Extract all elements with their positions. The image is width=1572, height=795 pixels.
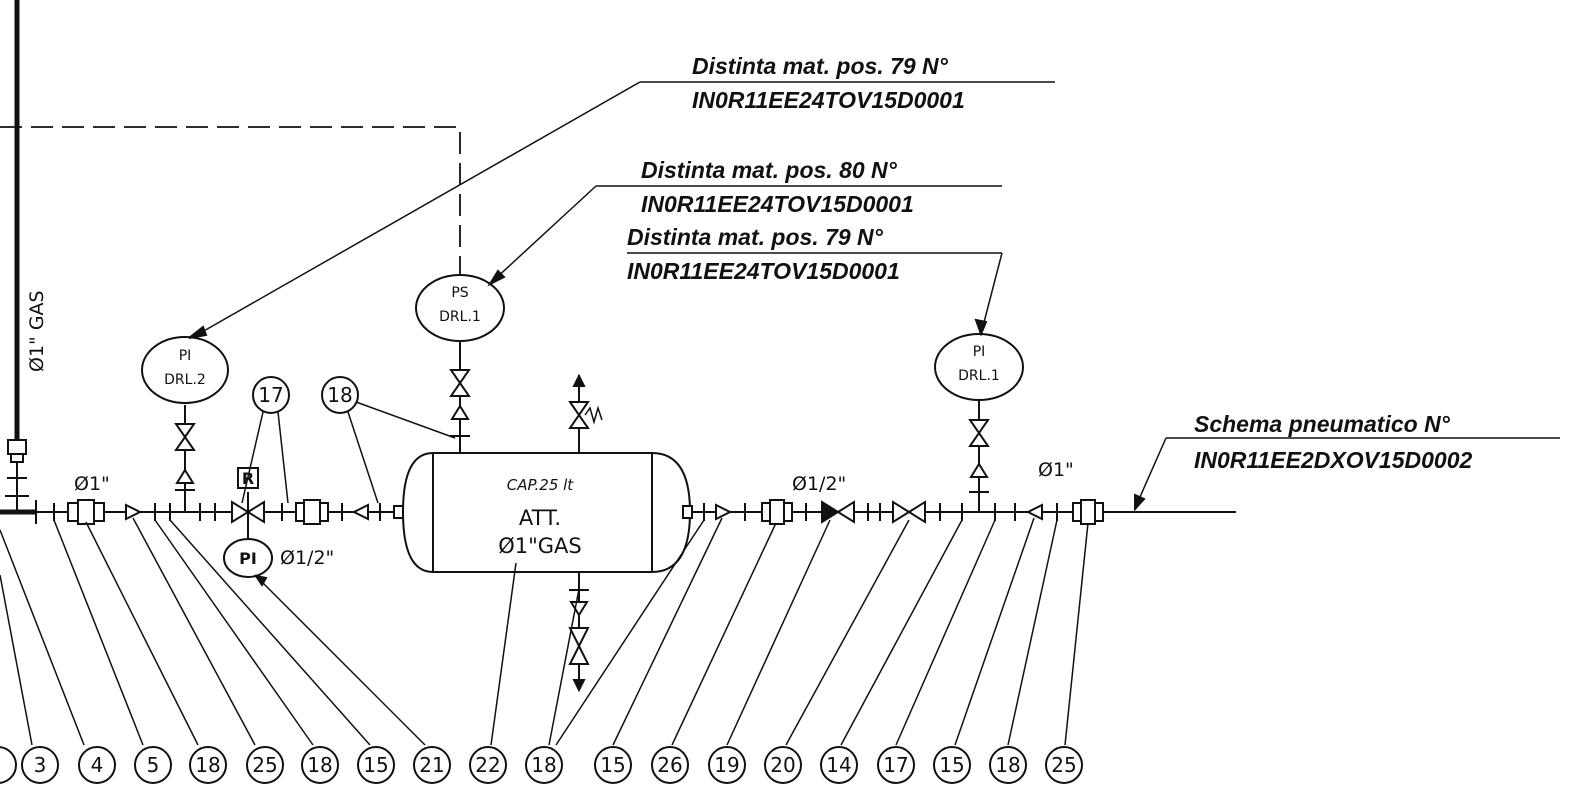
outlet-end-size: Ø1" <box>1038 459 1074 481</box>
callout-26: 26 <box>657 753 682 777</box>
pre-tank-fittings <box>281 499 404 525</box>
svg-text:IN0R11EE24TOV15D0001: IN0R11EE24TOV15D0001 <box>641 191 914 217</box>
signal-dashed-line <box>0 126 461 275</box>
svg-text:18: 18 <box>327 383 352 407</box>
svg-text:17: 17 <box>258 383 283 407</box>
callout-17-upper: 17 <box>241 376 290 504</box>
svg-text:Distinta mat. pos. 79 N°: Distinta mat. pos. 79 N° <box>692 53 949 79</box>
callout-25a: 25 <box>252 753 277 777</box>
pi-drl2-gauge: PI DRL.2 <box>141 336 229 404</box>
svg-text:PI: PI <box>179 348 192 364</box>
callout-20: 20 <box>770 753 795 777</box>
svg-text:Schema pneumatico N°: Schema pneumatico N° <box>1194 411 1451 437</box>
callout-17: 17 <box>883 753 908 777</box>
callout-4: 4 <box>91 753 104 777</box>
svg-text:PI: PI <box>239 549 257 568</box>
bottom-leaders <box>0 517 1089 746</box>
svg-text:IN0R11EE24TOV15D0001: IN0R11EE24TOV15D0001 <box>692 87 965 113</box>
outlet-fittings: Ø1/2" Ø1" <box>682 459 1104 525</box>
air-receiver-tank: CAP.25 lt ATT. Ø1"GAS <box>401 452 692 573</box>
svg-text:IN0R11EE24TOV15D0001: IN0R11EE24TOV15D0001 <box>627 258 900 284</box>
safety-valve <box>568 373 603 453</box>
bottom-callouts: 3 4 5 18 25 18 15 21 22 18 15 26 19 20 1… <box>0 746 1083 784</box>
annotation-3: Distinta mat. pos. 79 N° IN0R11EE24TOV15… <box>627 224 1003 337</box>
tank-label: ATT. <box>519 506 561 530</box>
svg-text:DRL.1: DRL.1 <box>439 309 481 325</box>
riser-size-label: Ø1" GAS <box>26 290 48 372</box>
ps-drl1-switch: PS DRL.1 <box>415 274 505 342</box>
annotation-2: Distinta mat. pos. 80 N° IN0R11EE24TOV15… <box>487 157 1002 287</box>
pi-local-gauge: PI Ø1/2" <box>223 538 334 578</box>
tank-connection: Ø1"GAS <box>498 534 582 558</box>
callout-15c: 15 <box>939 753 964 777</box>
callout-18d: 18 <box>995 753 1020 777</box>
callout-14: 14 <box>826 753 851 777</box>
callout-18a: 18 <box>195 753 220 777</box>
inlet-size-label: Ø1" <box>74 473 110 495</box>
outlet-mid-size: Ø1/2" <box>792 473 846 495</box>
svg-text:DRL.1: DRL.1 <box>958 368 1000 384</box>
svg-text:Distinta mat. pos. 79 N°: Distinta mat. pos. 79 N° <box>627 224 884 250</box>
callout-3: 3 <box>34 753 47 777</box>
gas-riser: Ø1" GAS <box>5 0 48 512</box>
callout-5: 5 <box>147 753 160 777</box>
ps-branch <box>449 340 471 453</box>
pi-drl1-branch <box>968 400 990 512</box>
gauge-branch-size: Ø1/2" <box>280 547 334 569</box>
pi-drl1-gauge: PI DRL.1 <box>934 333 1024 401</box>
tank-capacity: CAP.25 lt <box>507 476 575 494</box>
callout-15a: 15 <box>363 753 388 777</box>
callout-15b: 15 <box>600 753 625 777</box>
svg-text:PI: PI <box>973 344 986 360</box>
inlet-fittings: Ø1" <box>53 473 216 525</box>
svg-text:DRL.2: DRL.2 <box>164 372 206 388</box>
callout-18c: 18 <box>531 753 556 777</box>
annotation-1: Distinta mat. pos. 79 N° IN0R11EE24TOV15… <box>188 53 1055 339</box>
callout-25b: 25 <box>1051 753 1076 777</box>
svg-text:Distinta mat. pos. 80 N°: Distinta mat. pos. 80 N° <box>641 157 898 183</box>
svg-text:PS: PS <box>451 285 468 301</box>
svg-text:IN0R11EE2DXOV15D0002: IN0R11EE2DXOV15D0002 <box>1194 447 1472 473</box>
annotation-4: Schema pneumatico N° IN0R11EE2DXOV15D000… <box>1134 411 1560 512</box>
callout-19: 19 <box>714 753 739 777</box>
callout-18-upper: 18 <box>321 376 456 504</box>
callout-18b: 18 <box>307 753 332 777</box>
callout-21: 21 <box>419 753 444 777</box>
pi-drl2-branch <box>174 405 196 512</box>
callout-22: 22 <box>475 753 500 777</box>
